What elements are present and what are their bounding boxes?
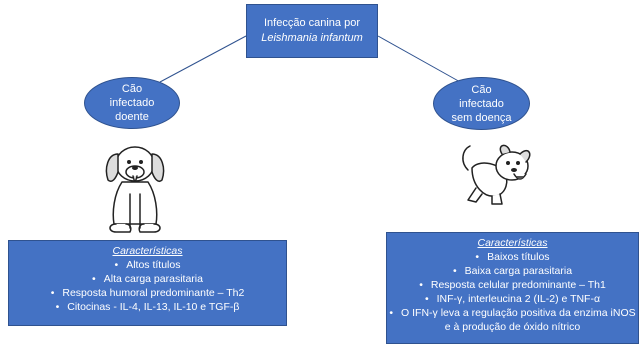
- characteristics-title: Características: [112, 245, 183, 257]
- list-item: INF-γ, interleucina 2 (IL-2) e TNF-α: [387, 292, 638, 306]
- healthy-dog-node: Cão infectado sem doença: [433, 77, 530, 130]
- list-item: Resposta humoral predominante – Th2: [9, 286, 286, 300]
- list-item: O IFN-γ leva a regulação positiva da enz…: [387, 306, 638, 334]
- list-item: Baixos títulos: [387, 250, 638, 264]
- root-node: Infecção canina por Leishmania infantum: [246, 4, 378, 58]
- list-item: Altos títulos: [9, 258, 286, 272]
- sick-dog-line-1: Cão: [121, 83, 143, 95]
- healthy-dog-characteristics: Características Baixos títulos Baixa car…: [386, 232, 639, 344]
- sick-dog-line-2: infectado: [109, 97, 155, 109]
- healthy-dog-line-2: infectado: [459, 97, 504, 110]
- list-item: Baixa carga parasitaria: [387, 264, 638, 278]
- sick-dog-line-3: doente: [115, 111, 149, 123]
- playful-dog-icon: [462, 144, 531, 205]
- connector-right: [377, 35, 463, 84]
- sick-dog-characteristics: Características Altos títulos Alta carga…: [8, 240, 287, 326]
- healthy-dog-line-3: sem doença: [451, 111, 512, 124]
- list-item: Alta carga parasitaria: [9, 272, 286, 286]
- sick-dog-node: Cão infectado doente: [84, 77, 180, 129]
- root-line-1: Infecção canina por: [263, 17, 360, 29]
- healthy-dog-line-1: Cão: [471, 83, 492, 96]
- characteristics-title: Características: [477, 237, 548, 249]
- sitting-dog-icon: [105, 146, 165, 233]
- connector-left: [159, 35, 247, 83]
- list-item: Resposta celular predominante – Th1: [387, 278, 638, 292]
- root-line-2: Leishmania infantum: [261, 32, 363, 44]
- list-item: Citocinas - IL-4, IL-13, IL-10 e TGF-β: [9, 300, 286, 314]
